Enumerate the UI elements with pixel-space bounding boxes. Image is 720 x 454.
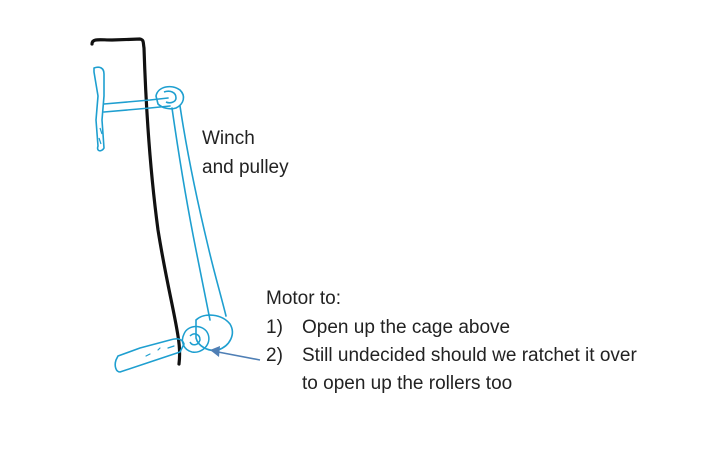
list-item-1-text: Open up the cage above: [302, 317, 511, 338]
list-item-2-text: Still undecided should we ratchet it ove…: [302, 345, 637, 366]
winch-bracket-detail: [98, 127, 103, 145]
list-item-1-number: 1): [266, 317, 283, 338]
frame-arm-left: [171, 107, 211, 321]
winch-label-line2: and pulley: [202, 157, 289, 178]
roller-arm-detail: [145, 345, 175, 357]
cable-line: [90, 37, 182, 366]
list-item-2-continuation: to open up the rollers too: [302, 373, 513, 394]
motor-heading: Motor to:: [266, 288, 341, 309]
list-item-2-number: 2): [266, 345, 283, 366]
motor-pointer-arrow: [210, 346, 261, 361]
motor-housing: [195, 314, 234, 352]
winch-bracket: [93, 66, 105, 152]
roller-arm: [114, 338, 185, 373]
winch-label-line1: Winch: [202, 128, 255, 149]
top-pulley: [155, 85, 185, 110]
frame-arm-right: [179, 105, 227, 317]
